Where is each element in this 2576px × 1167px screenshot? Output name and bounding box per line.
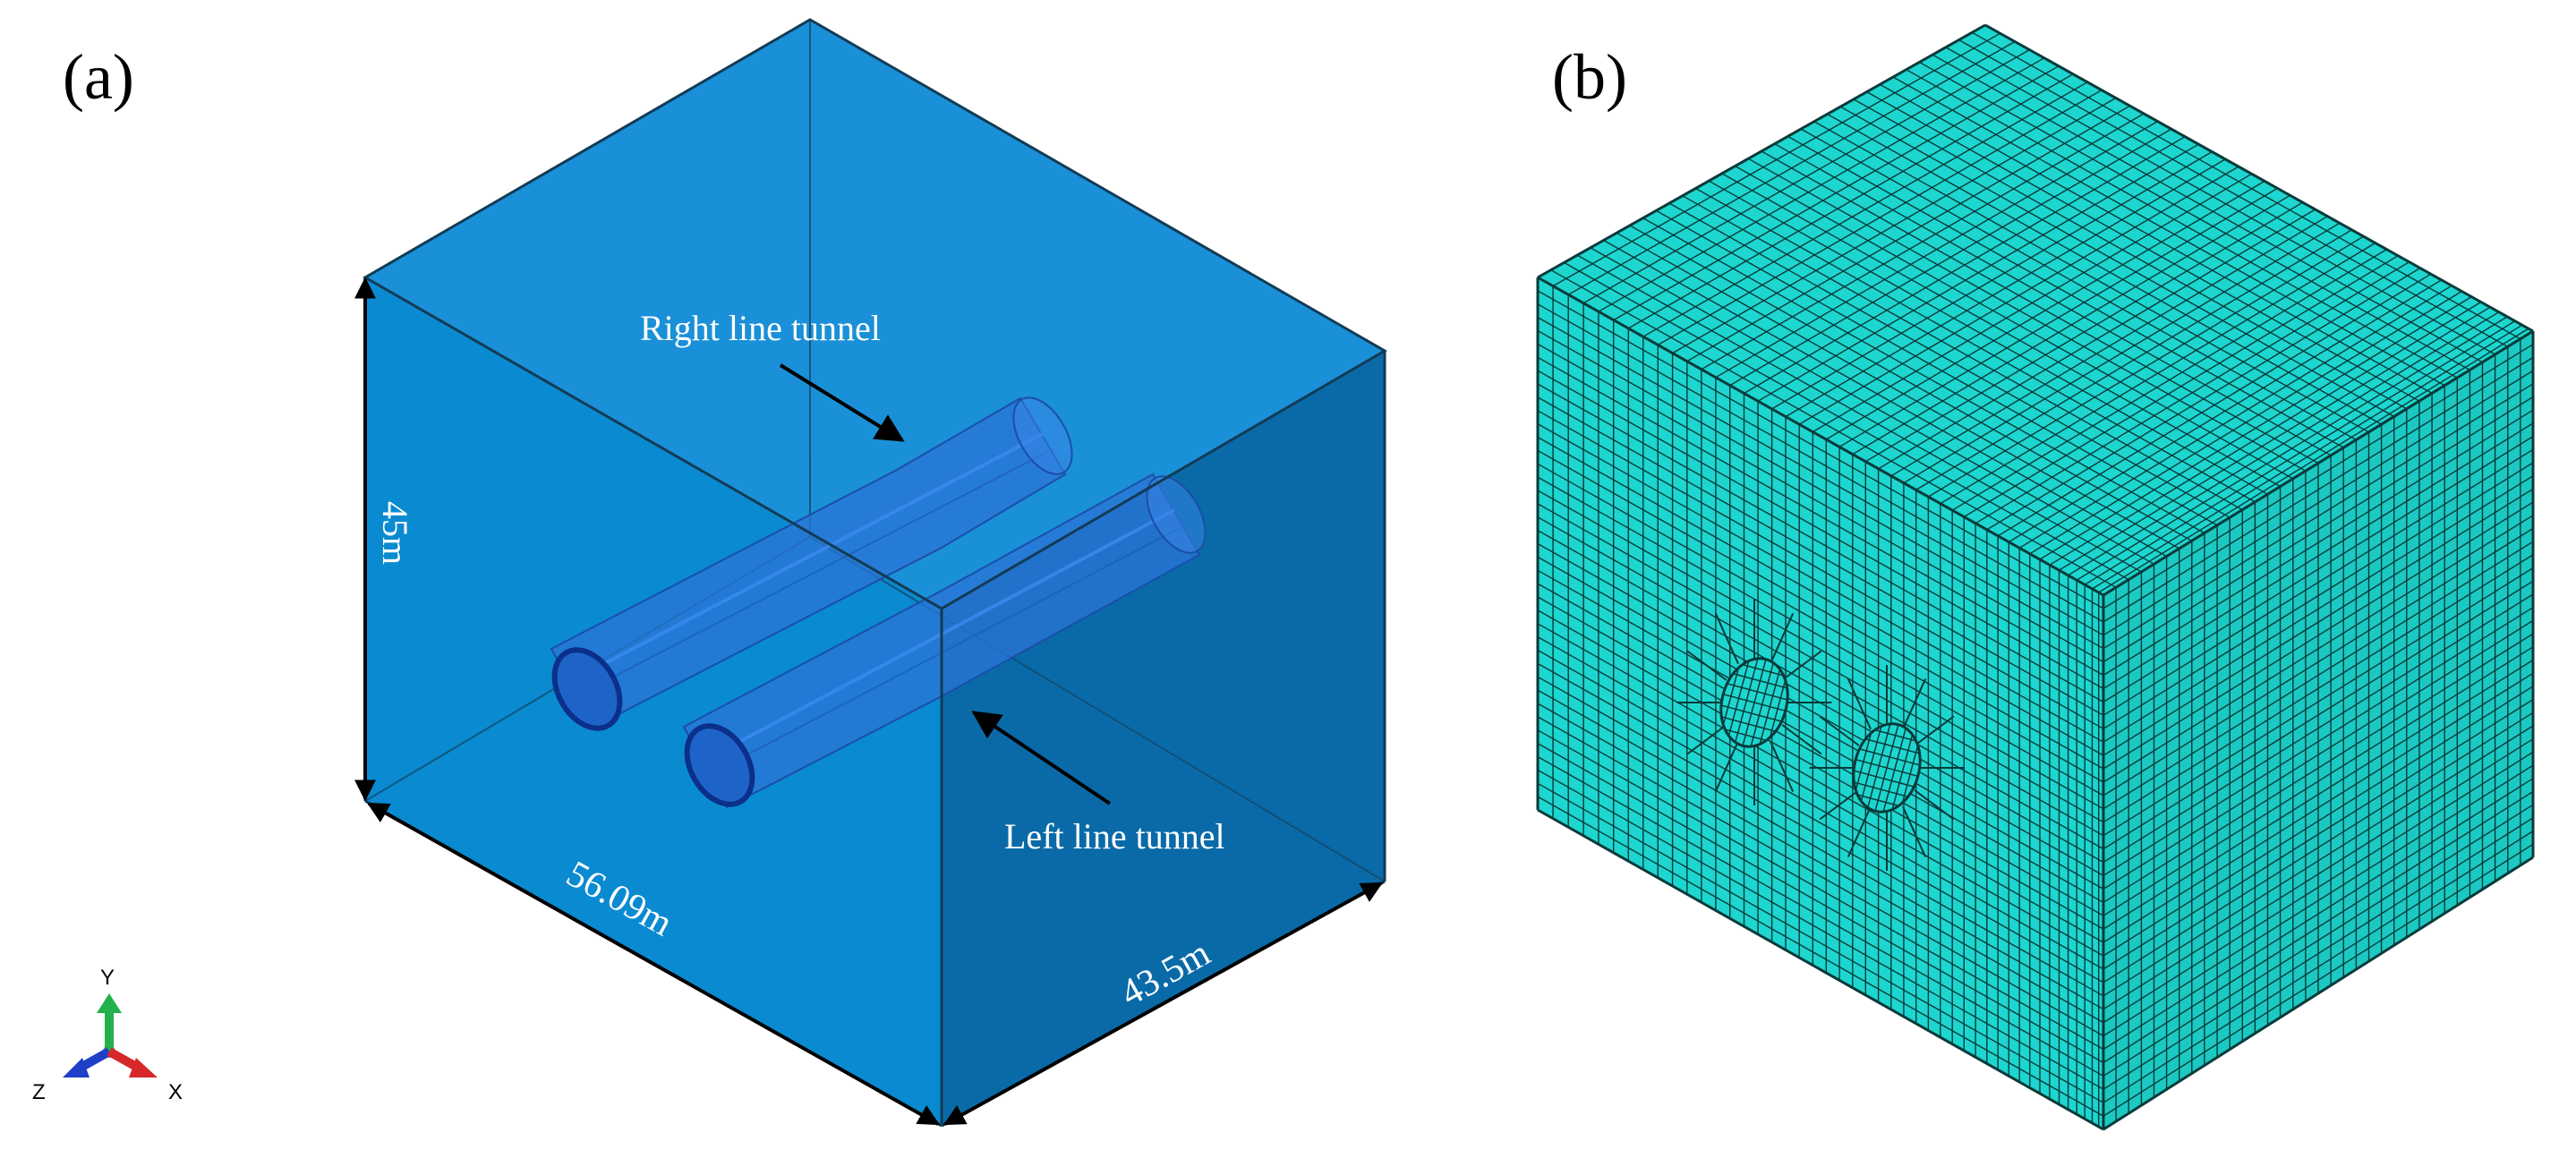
right-tunnel-annotation: Right line tunnel [640, 308, 881, 348]
x-axis-label: X [168, 1080, 183, 1104]
z-axis-label: Z [32, 1080, 46, 1104]
box-top-face [365, 20, 1385, 609]
left-tunnel-opening [684, 723, 755, 807]
mesh-tunnel-openings [1676, 600, 1965, 871]
width-dimension-line [943, 882, 1384, 1126]
length-dimension-line [366, 802, 941, 1126]
right-tunnel-opening [551, 647, 623, 731]
right-tunnel-arrow [779, 363, 905, 442]
left-tunnel-arrow [971, 711, 1112, 805]
mesh-tunnel-hole-right [1676, 600, 1832, 805]
axis-triad: Y Z X [32, 966, 183, 1104]
mesh-grid-lines [1536, 23, 2535, 1131]
panel-b: (b) [1536, 23, 2535, 1131]
height-dimension-label: 45m [375, 501, 415, 565]
right-line-tunnel [550, 396, 1073, 731]
panel-a: (a) [63, 18, 1387, 1128]
panel-a-label: (a) [63, 41, 134, 113]
panel-b-label: (b) [1552, 41, 1627, 113]
left-tunnel-annotation: Left line tunnel [1004, 816, 1225, 856]
y-axis-label: Y [100, 966, 115, 990]
mesh-tunnel-hole-left [1809, 665, 1965, 871]
